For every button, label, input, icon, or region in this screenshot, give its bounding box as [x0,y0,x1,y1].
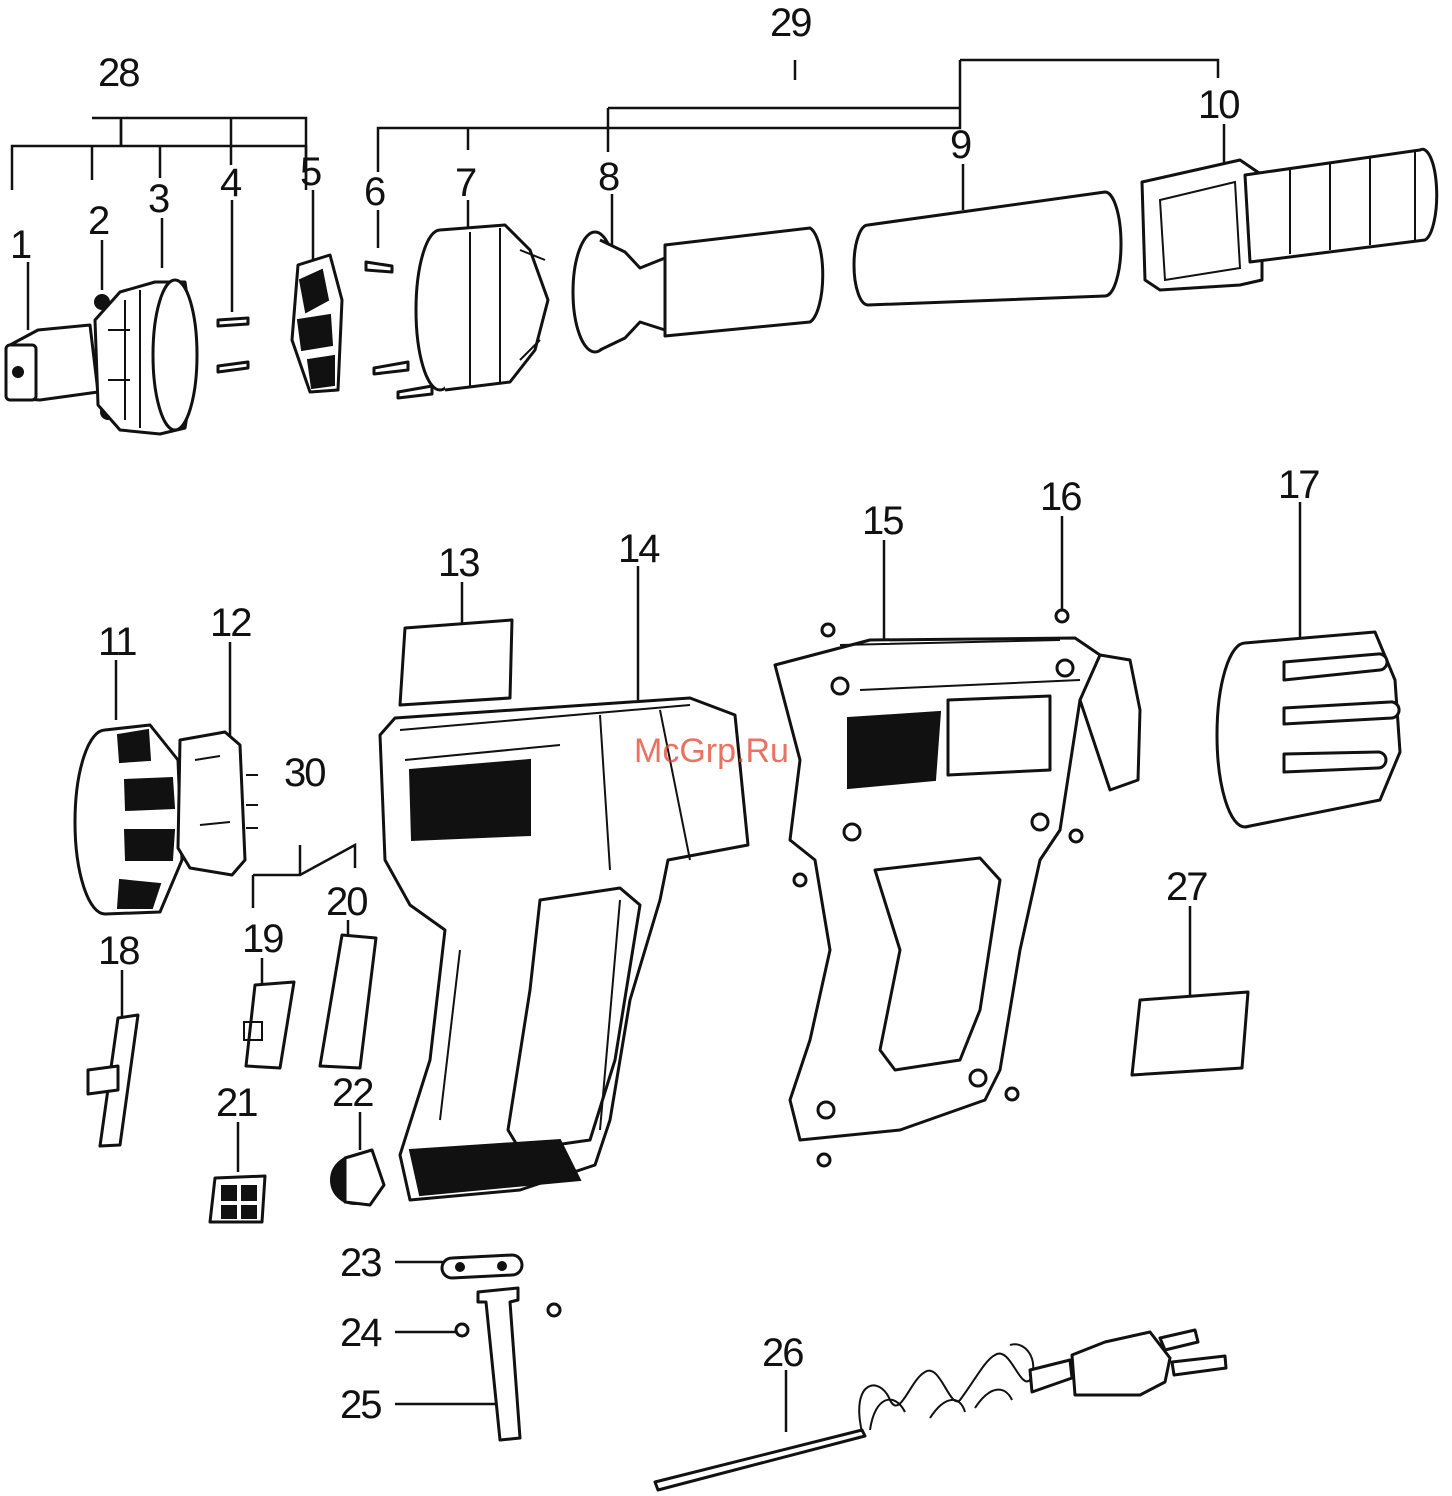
label-17: 17 [1278,463,1319,507]
label-25: 25 [340,1383,381,1427]
label-5: 5 [300,150,321,194]
part-25 [478,1288,520,1440]
label-29: 29 [770,1,811,45]
part-screws-4 [218,318,248,372]
label-1: 1 [10,223,31,267]
label-30: 30 [284,751,325,795]
label-6: 6 [364,170,385,214]
part-20 [320,935,376,1068]
label-19: 19 [242,917,283,961]
label-18: 18 [98,929,139,973]
part-power-cord [655,1330,1226,1490]
part-fan [292,255,342,392]
label-21: 21 [216,1081,257,1125]
part-21 [210,1176,265,1222]
part-brush-holder [95,280,197,434]
label-8: 8 [598,155,619,199]
label-12: 12 [210,601,251,645]
part-mica-tube [854,192,1121,305]
label-24: 24 [340,1311,382,1355]
part-nozzle [1142,149,1437,290]
label-15: 15 [862,499,903,543]
part-right-housing [775,638,1140,1140]
label-27: 27 [1166,865,1207,909]
label-14: 14 [618,527,660,571]
part-18 [88,1015,138,1146]
label-20: 20 [326,880,367,924]
part-element-support [573,228,823,352]
label-11: 11 [98,620,136,664]
part-19 [244,982,294,1068]
part-label-13 [400,620,512,705]
label-2: 2 [88,199,109,243]
label-10: 10 [1198,83,1239,127]
label-22: 22 [332,1071,373,1115]
label-16: 16 [1040,475,1081,519]
label-7: 7 [455,161,476,205]
label-28: 28 [98,51,139,95]
part-label-27 [1132,992,1248,1075]
label-4: 4 [220,161,242,205]
label-9: 9 [950,123,971,167]
bracket-28-top [92,118,306,180]
part-23 [442,1255,522,1278]
label-23: 23 [340,1241,381,1285]
watermark-text: McGrp.Ru [634,732,789,770]
bracket-29 [378,60,1218,172]
part-switch [178,732,258,875]
part-rear-cap [75,725,182,914]
part-front-sleeve [1217,632,1400,827]
part-motor [6,325,98,400]
part-22 [331,1150,384,1205]
label-26: 26 [762,1331,803,1375]
label-13: 13 [438,541,479,585]
part-left-housing [380,698,748,1200]
label-3: 3 [148,177,169,221]
part-fan-housing [416,225,548,390]
